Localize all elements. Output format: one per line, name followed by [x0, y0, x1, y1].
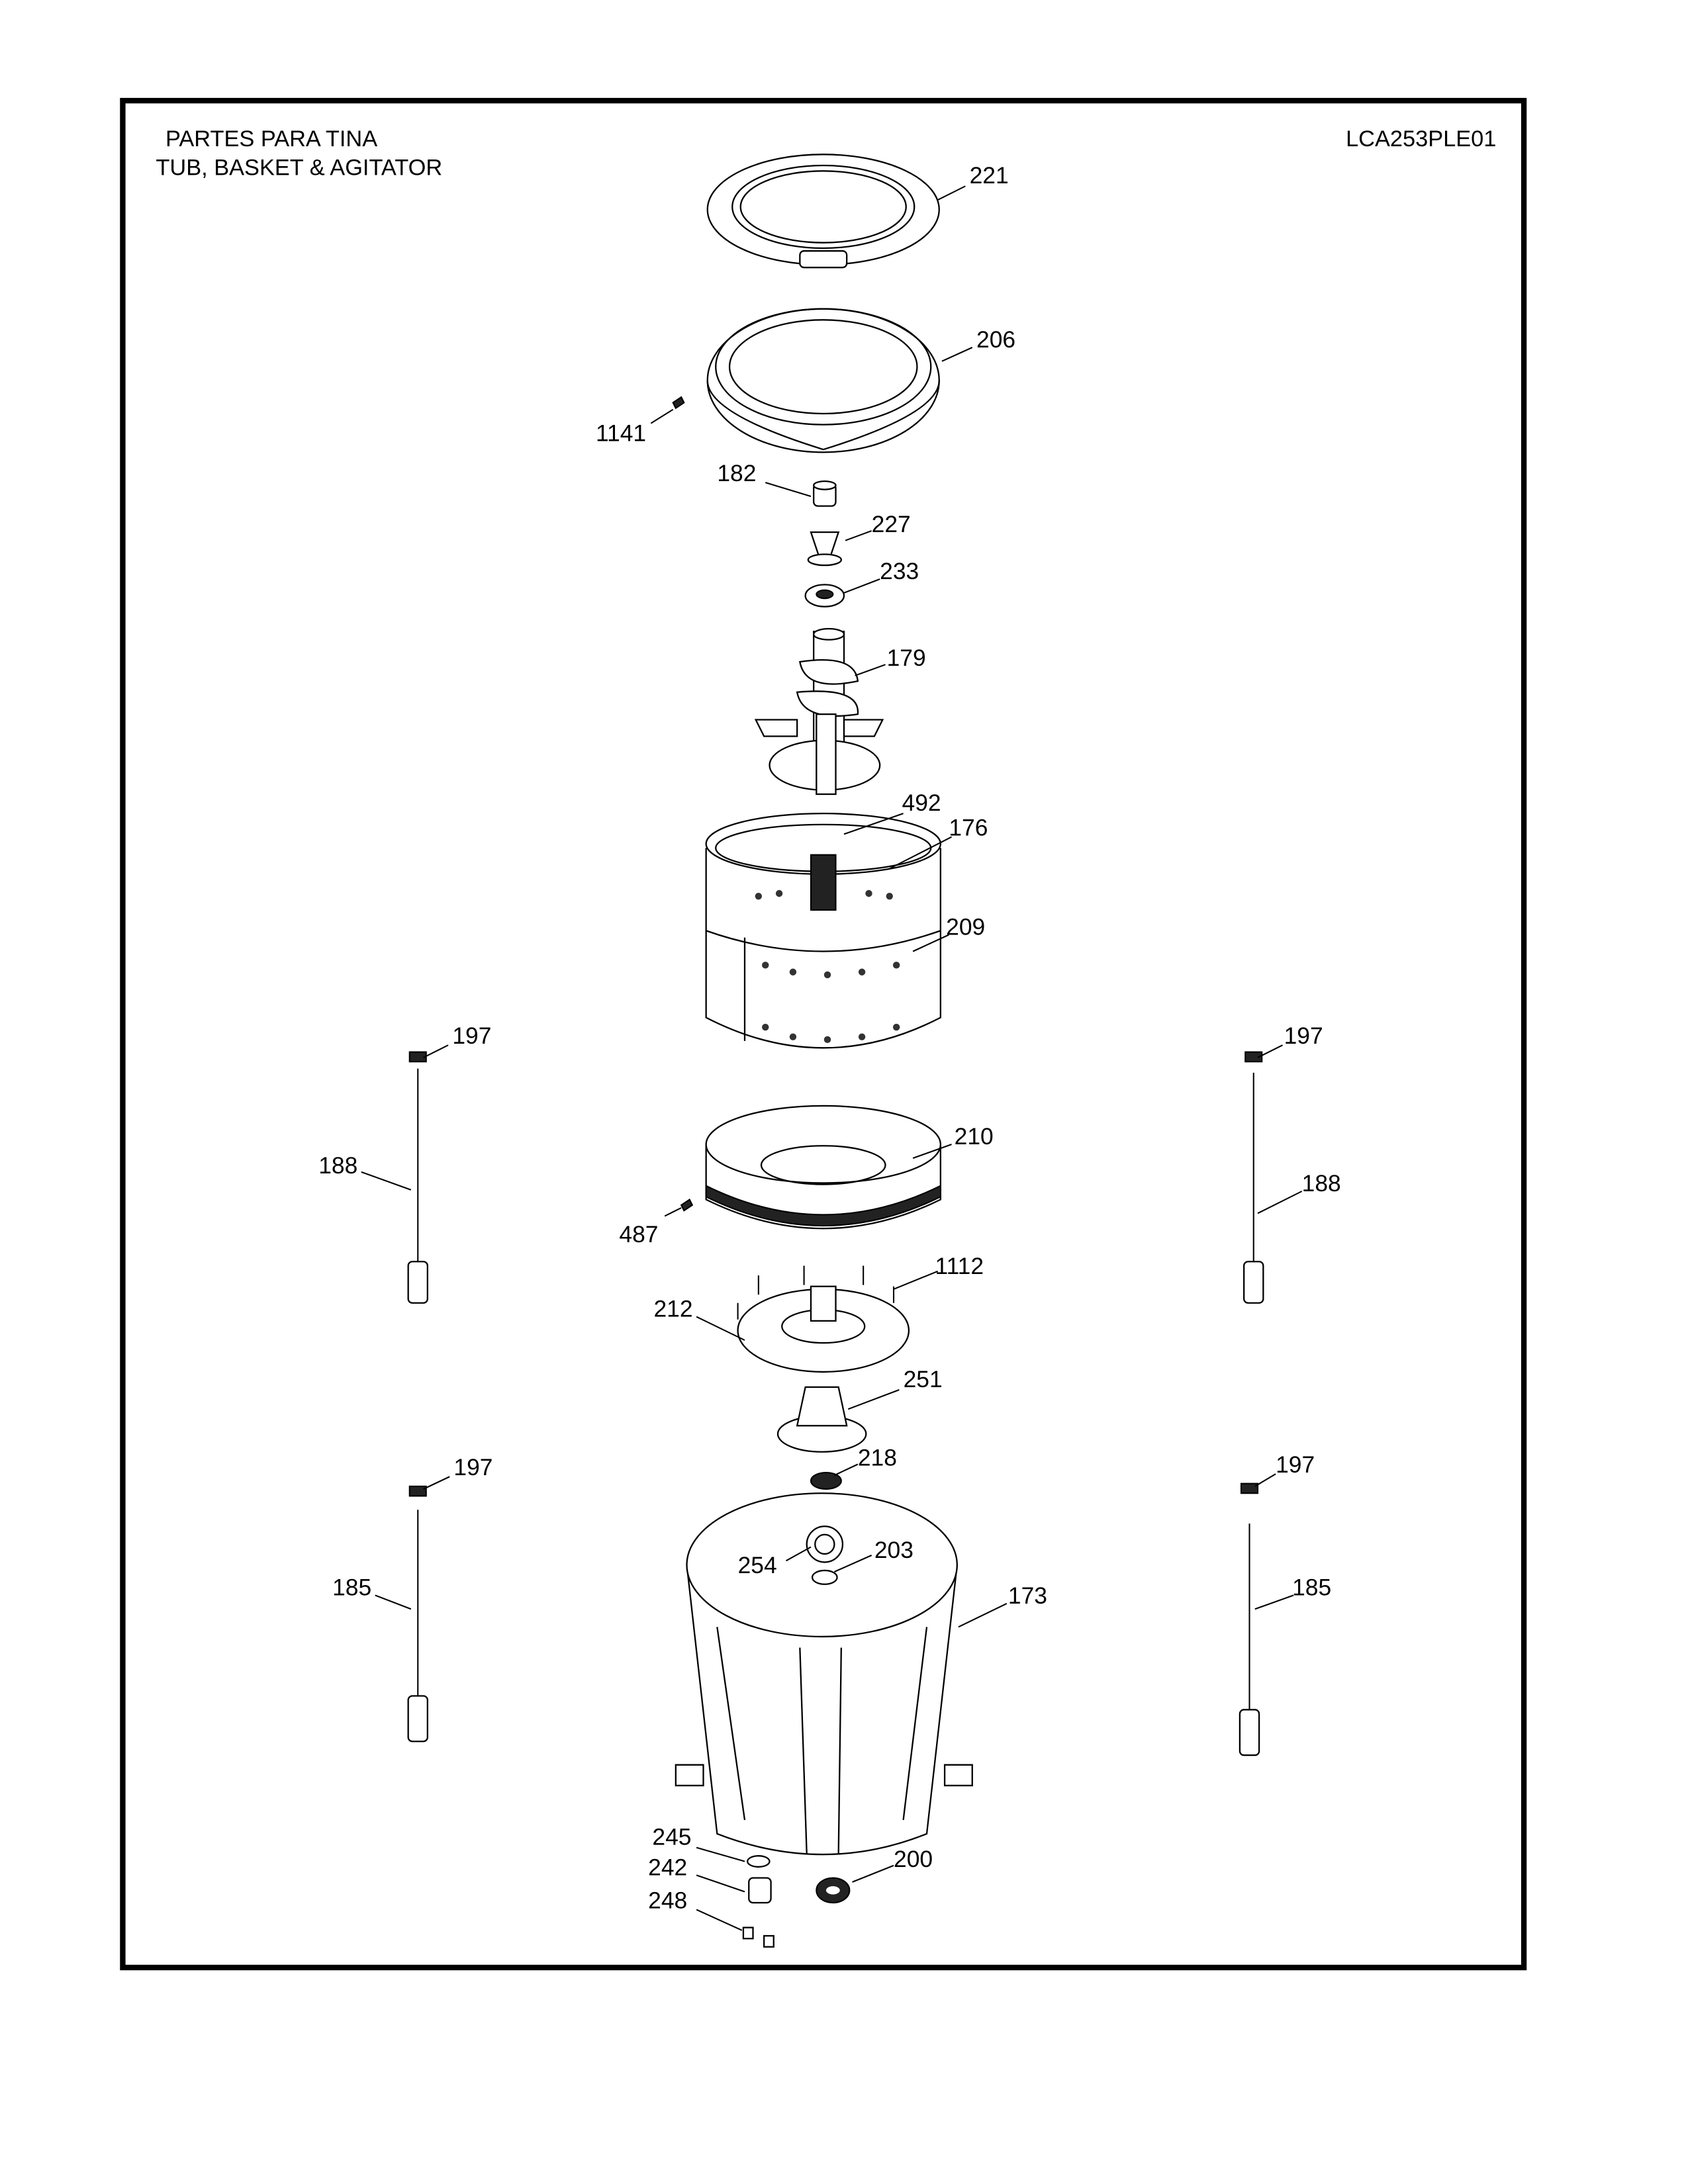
part-218-nut [810, 1471, 842, 1490]
part-251-clutch [776, 1386, 867, 1453]
callout-173: 173 [1008, 1582, 1047, 1609]
part-1112-screws [737, 1265, 895, 1320]
part-210-basket-bottom [705, 1105, 941, 1230]
callout-210: 210 [955, 1123, 994, 1150]
callout-203: 203 [874, 1537, 914, 1563]
callout-197-rear-right: 197 [1276, 1451, 1315, 1478]
callout-227: 227 [872, 511, 911, 537]
part-227-cam [807, 531, 842, 567]
part-200-seal [816, 1877, 851, 1904]
callout-188-right: 188 [1302, 1170, 1341, 1197]
callout-179: 179 [887, 645, 926, 671]
callout-206: 206 [976, 326, 1015, 353]
part-203-seal [811, 1569, 838, 1585]
callout-254: 254 [738, 1552, 777, 1578]
callout-487: 487 [619, 1221, 658, 1248]
callout-218: 218 [858, 1445, 897, 1471]
callout-185-left: 185 [332, 1574, 371, 1600]
callout-492: 492 [902, 790, 941, 816]
leader-lines [361, 185, 1303, 1931]
part-182-cap [813, 480, 837, 507]
suspension-rod-rear-right [1239, 1482, 1260, 1756]
callout-248: 248 [648, 1887, 687, 1913]
suspension-rod-front-left [407, 1051, 428, 1304]
title-spanish: PARTES PARA TINA [165, 126, 377, 152]
part-179-agitator [754, 627, 884, 796]
frame-border [120, 97, 1527, 1971]
title-english: TUB, BASKET & AGITATOR [156, 156, 442, 181]
part-245-242-248 [742, 1855, 774, 1948]
callout-221: 221 [970, 162, 1009, 189]
callout-185-right: 185 [1292, 1574, 1331, 1600]
callout-1141: 1141 [596, 420, 646, 447]
part-487-screw [680, 1198, 694, 1212]
callout-200: 200 [894, 1846, 933, 1872]
callout-182: 182 [717, 460, 756, 486]
callout-251: 251 [904, 1366, 943, 1392]
callout-197-front-right: 197 [1284, 1023, 1323, 1049]
part-212-hub [737, 1285, 910, 1373]
callout-233: 233 [880, 558, 919, 584]
part-206-balance-ring [706, 308, 940, 453]
part-233-bearing [804, 584, 845, 608]
part-1141-screw [672, 396, 685, 410]
callout-1112: 1112 [935, 1253, 984, 1279]
suspension-rod-rear-left [407, 1485, 428, 1743]
suspension-rod-front-right [1243, 1051, 1264, 1304]
callout-197-rear-left: 197 [453, 1454, 492, 1480]
part-209-basket [705, 813, 941, 1049]
part-173-outer-tub [675, 1492, 973, 1856]
part-254-gear [806, 1525, 844, 1563]
callout-245: 245 [652, 1824, 691, 1850]
part-221-tub-cover [706, 154, 940, 269]
callout-242: 242 [648, 1854, 687, 1880]
callout-188-left: 188 [318, 1152, 357, 1179]
model-number: LCA253PLE01 [1346, 126, 1496, 152]
callout-209: 209 [946, 914, 985, 940]
callout-197-front-left: 197 [452, 1023, 491, 1049]
callout-212: 212 [654, 1296, 693, 1322]
callout-176: 176 [949, 815, 988, 841]
